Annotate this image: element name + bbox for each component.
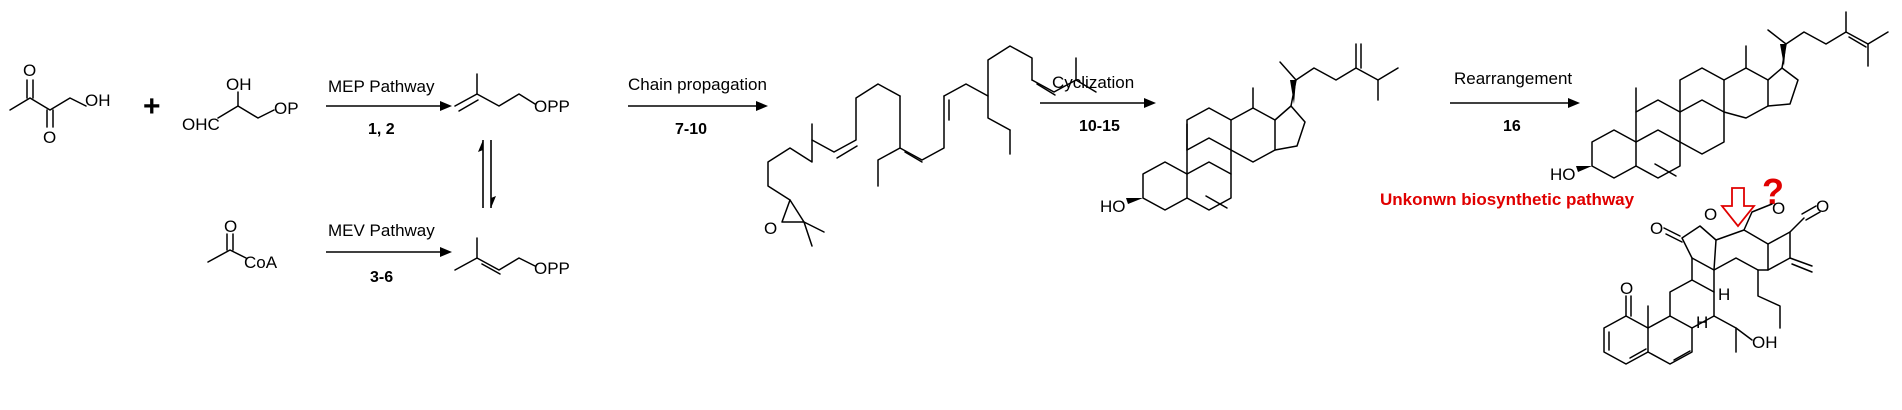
chain-arrowhead: [756, 101, 768, 111]
product-lactone-o-2: O: [1704, 205, 1717, 224]
product-h-2: H: [1718, 285, 1730, 304]
target-natural-product: O H H OH O O O O: [1603, 197, 1829, 365]
pyruvate-oh: OH: [85, 91, 111, 110]
product-h-1: H: [1696, 313, 1708, 332]
plus-sign: +: [143, 90, 161, 123]
product-lactone-o-4: O: [1816, 197, 1829, 216]
step-mev-pathway: MEV Pathway 3-6: [326, 221, 452, 286]
sterol-a-ho: HO: [1100, 197, 1126, 216]
rearrangement-arrowhead: [1568, 98, 1580, 108]
epoxide-o: O: [764, 219, 777, 238]
cyclization-arrowhead: [1144, 98, 1156, 108]
unknown-question-mark: ?: [1762, 171, 1784, 212]
step-cyclization: Cyclization 10-15: [1040, 73, 1156, 135]
rearrangement-label: Rearrangement: [1454, 69, 1572, 88]
acetyl-coa: O CoA: [207, 217, 278, 272]
cyclization-label: Cyclization: [1052, 73, 1134, 92]
sterol-rearranged: HO: [1550, 11, 1889, 184]
isopentenyl-pyrophosphate: OPP: [454, 73, 570, 116]
pyruvate-carbonyl-o: O: [43, 128, 56, 147]
gap-ohc: OHC: [182, 115, 220, 134]
product-lactone-o-1: O: [1650, 219, 1663, 238]
mep-arrowhead: [440, 101, 452, 111]
chain-enzymes: 7-10: [675, 121, 707, 138]
step-mep-pathway: MEP Pathway 1, 2: [326, 77, 452, 138]
rearrangement-enzymes: 16: [1503, 118, 1521, 135]
unknown-pathway: Unkonwn biosynthetic pathway ?: [1380, 171, 1784, 228]
dimethylallyl-pyrophosphate: OPP: [454, 237, 570, 278]
ipp-opp: OPP: [534, 97, 570, 116]
oxidosqualene: O: [764, 45, 1097, 247]
cyclization-enzymes: 10-15: [1079, 118, 1120, 135]
glyceraldehyde-phosphate: OH OHC OP: [182, 75, 299, 134]
step-rearrangement: Rearrangement 16: [1450, 69, 1580, 135]
mep-pathway-label: MEP Pathway: [328, 77, 435, 96]
pyruvic-acid: O O OH: [9, 61, 111, 147]
chain-propagation-label: Chain propagation: [628, 75, 767, 94]
acetyl-coa-o: O: [224, 217, 237, 236]
unknown-arrow-icon: [1720, 187, 1756, 228]
mep-enzymes: 1, 2: [368, 121, 395, 138]
step-chain-propagation: Chain propagation 7-10: [628, 75, 768, 138]
mev-enzymes: 3-6: [370, 269, 393, 286]
product-oh: OH: [1752, 333, 1778, 352]
pyruvate-keto-o: O: [23, 61, 36, 80]
sterol-24-methylene: HO: [1100, 43, 1399, 216]
isomerization-equilibrium: [478, 140, 496, 208]
product-lactone-o-3: O: [1772, 199, 1785, 218]
sterol-b-ho: HO: [1550, 165, 1576, 184]
dmapp-opp: OPP: [534, 259, 570, 278]
acetyl-coa-coa: CoA: [244, 253, 278, 272]
unknown-pathway-label: Unkonwn biosynthetic pathway: [1380, 190, 1635, 209]
gap-op: OP: [274, 99, 299, 118]
gap-oh: OH: [226, 75, 252, 94]
mev-pathway-label: MEV Pathway: [328, 221, 435, 240]
product-ketone-o: O: [1620, 279, 1633, 298]
mev-arrowhead: [440, 247, 452, 257]
